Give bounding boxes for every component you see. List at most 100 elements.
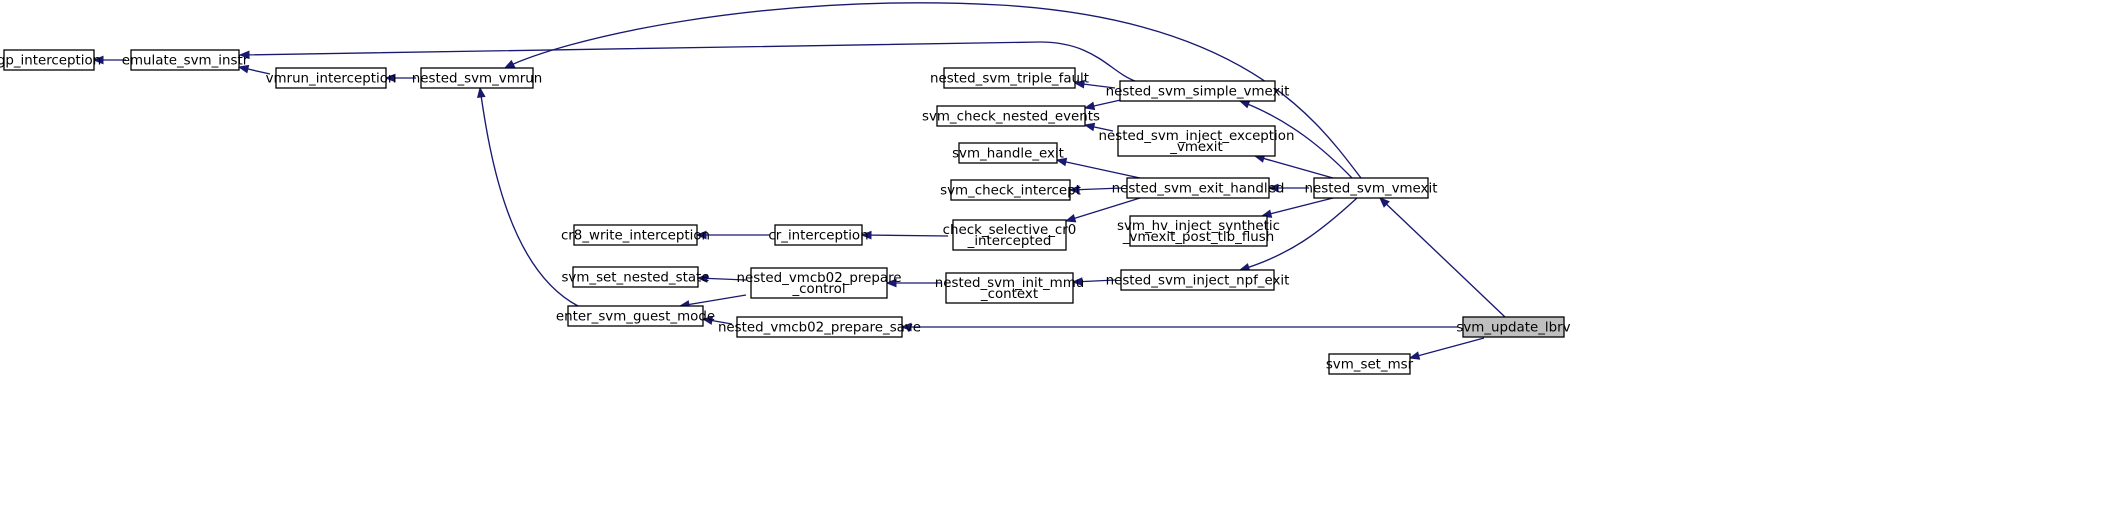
node-box[interactable]: [130, 49, 240, 71]
node-nested-vmcb02-prepare-save[interactable]: nested_vmcb02_prepare_save: [718, 316, 921, 338]
node-nested-svm-exit-handled[interactable]: nested_svm_exit_handled: [1112, 177, 1285, 199]
node-label: cr_interception: [768, 229, 868, 244]
node-label: svm_set_nested_state: [561, 271, 709, 286]
node-label: nested_svm_inject_npf_exit: [1106, 274, 1290, 289]
node-svm-check-nested-events[interactable]: svm_check_nested_events: [922, 105, 1100, 127]
node-label: gp_interception: [0, 54, 101, 69]
node-label: _context: [980, 287, 1038, 302]
edge-svm_update_lbrv-to-svm_set_msr: [1409, 337, 1485, 359]
node-box[interactable]: [3, 49, 95, 71]
node-box[interactable]: [945, 272, 1074, 304]
edge-arrowhead: [1068, 185, 1080, 194]
node-svm-hv-inject-synthetic-vmexit-post-tlb-flush[interactable]: svm_hv_inject_synthetic_vmexit_post_tlb_…: [1117, 215, 1280, 247]
node-label: _vmexit: [1169, 140, 1223, 155]
node-box[interactable]: [958, 142, 1058, 164]
node-label: nested_svm_vmrun: [412, 72, 542, 87]
node-box[interactable]: [952, 219, 1067, 251]
node-check-selective-cr0-intercepted[interactable]: check_selective_cr0_intercepted: [943, 219, 1077, 251]
node-box[interactable]: [567, 305, 704, 327]
node-gp-interception[interactable]: gp_interception: [0, 49, 101, 71]
node-svm-set-msr[interactable]: svm_set_msr: [1326, 353, 1414, 375]
node-nested-svm-triple-fault[interactable]: nested_svm_triple_fault: [930, 67, 1089, 89]
node-box[interactable]: [1129, 215, 1268, 247]
node-nested-svm-vmexit[interactable]: nested_svm_vmexit: [1305, 177, 1438, 199]
edge-arrowhead: [238, 50, 250, 60]
edge-nested_svm_vmexit-to-nested_svm_inject_exception_vmexit: [1254, 155, 1334, 179]
node-box[interactable]: [1126, 177, 1270, 199]
node-box[interactable]: [572, 266, 699, 288]
node-emulate-svm-instr[interactable]: emulate_svm_instr: [122, 49, 249, 71]
node-svm-handle-exit[interactable]: svm_handle_exit: [952, 142, 1064, 164]
node-nested-svm-init-mmu-context[interactable]: nested_svm_init_mmu_context: [935, 272, 1084, 304]
node-box[interactable]: [1119, 80, 1276, 102]
edge-svm_update_lbrv-to-nested_svm_vmexit: [1379, 197, 1506, 318]
node-nested-vmcb02-prepare-control[interactable]: nested_vmcb02_prepare_control: [736, 267, 902, 299]
node-svm-set-nested-state[interactable]: svm_set_nested_state: [561, 266, 710, 288]
node-label: svm_set_msr: [1326, 358, 1414, 373]
node-label: nested_svm_simple_vmexit: [1106, 85, 1290, 100]
node-box[interactable]: [1313, 177, 1429, 199]
edge-arrowhead: [477, 86, 486, 99]
node-svm-check-intercept[interactable]: svm_check_intercept: [940, 179, 1081, 201]
node-box[interactable]: [1328, 353, 1411, 375]
edge-arrowhead: [1073, 79, 1085, 89]
node-box[interactable]: [950, 179, 1071, 201]
edge-arrowhead: [384, 73, 396, 83]
node-box[interactable]: [1117, 125, 1276, 157]
node-label: _vmexit_post_tlb_flush: [1122, 230, 1274, 245]
node-box[interactable]: [750, 267, 888, 299]
edge-arrowhead: [1408, 351, 1421, 360]
graph-nodes: gp_interception emulate_svm_instr vmrun_in…: [0, 49, 1571, 375]
node-nested-svm-vmrun[interactable]: nested_svm_vmrun: [412, 67, 542, 89]
node-box[interactable]: [774, 224, 863, 246]
edge-nested_svm_vmexit-to-nested_svm_vmrun: [504, 2, 1362, 179]
node-label: check_selective_cr0: [943, 223, 1077, 238]
node-box[interactable]: [936, 105, 1086, 127]
edge-arrowhead: [503, 59, 516, 69]
edge-arrowhead: [1083, 122, 1096, 132]
edge-arrowhead: [701, 316, 714, 325]
node-box[interactable]: [943, 67, 1076, 89]
edge-arrowhead: [695, 230, 707, 240]
edge-arrowhead: [1071, 277, 1083, 286]
edge-arrowhead: [1238, 100, 1251, 109]
node-vmrun-interception[interactable]: vmrun_interception: [266, 67, 397, 89]
node-label: cr8_write_interception: [561, 229, 710, 244]
node-label: svm_hv_inject_synthetic: [1117, 219, 1280, 234]
node-enter-svm-guest-mode[interactable]: enter_svm_guest_mode: [556, 305, 715, 327]
edge-arrowhead: [860, 230, 872, 240]
node-label: nested_svm_inject_exception: [1099, 129, 1295, 144]
node-box[interactable]: [1462, 316, 1565, 338]
edge-nested_svm_exit_handled-to-check_selective_cr0_intercepted: [1065, 197, 1141, 222]
node-box[interactable]: [1120, 269, 1275, 291]
node-label: nested_vmcb02_prepare_save: [718, 321, 921, 336]
node-box[interactable]: [420, 67, 534, 89]
node-svm-update-lbrv[interactable]: svm_update_lbrv: [1456, 316, 1571, 338]
edge-arrowhead: [1064, 214, 1077, 223]
edge-enter_svm_guest_mode-to-nested_svm_vmrun: [479, 87, 579, 307]
edge-arrowhead: [900, 322, 912, 332]
edge-arrowhead: [237, 64, 250, 74]
node-nested-svm-inject-exception-vmexit[interactable]: nested_svm_inject_exception_vmexit: [1099, 125, 1295, 157]
node-label: vmrun_interception: [266, 72, 397, 87]
graph-edges: [92, 2, 1506, 360]
node-label: enter_svm_guest_mode: [556, 310, 715, 325]
node-box[interactable]: [573, 224, 698, 246]
node-cr8-write-interception[interactable]: cr8_write_interception: [561, 224, 710, 246]
edge-arrowhead: [1379, 197, 1390, 208]
edge-arrowhead: [1267, 183, 1279, 193]
node-label: svm_check_intercept: [940, 184, 1081, 199]
edge-arrowhead: [92, 55, 104, 65]
node-label: svm_update_lbrv: [1456, 321, 1570, 336]
edge-nested_svm_vmexit-to-nested_svm_simple_vmexit: [1239, 100, 1353, 179]
node-label: svm_handle_exit: [952, 147, 1064, 162]
node-cr-interception[interactable]: cr_interception: [768, 224, 869, 246]
node-box[interactable]: [275, 67, 387, 89]
edge-nested_svm_vmexit-to-nested_svm_inject_npf_exit: [1239, 197, 1358, 271]
node-nested-svm-inject-npf-exit[interactable]: nested_svm_inject_npf_exit: [1106, 269, 1290, 291]
node-box[interactable]: [736, 316, 903, 338]
node-label: _intercepted: [967, 234, 1052, 249]
node-nested-svm-simple-vmexit[interactable]: nested_svm_simple_vmexit: [1106, 80, 1290, 102]
edge-arrowhead: [885, 278, 897, 288]
